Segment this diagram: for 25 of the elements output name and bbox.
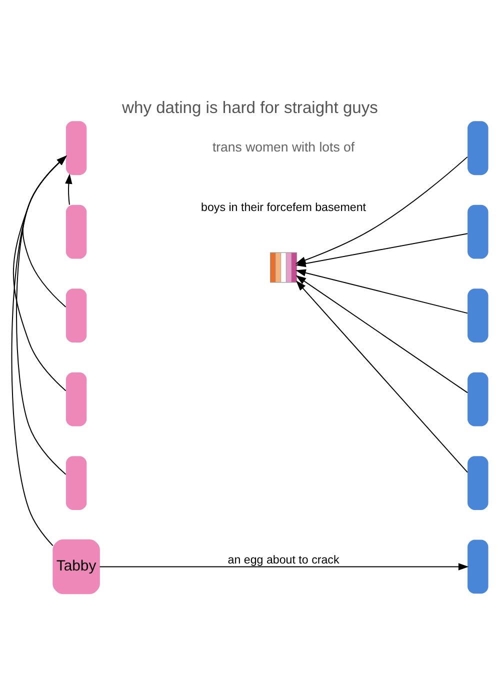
label: trans women with lots of (212, 139, 355, 154)
arrow (65, 174, 72, 206)
node-person (66, 121, 87, 176)
diagram-title: why dating is hard for straight guys (122, 98, 378, 117)
node-person (468, 121, 488, 176)
node-person (66, 288, 87, 343)
node-person (66, 456, 87, 510)
arrow (99, 563, 469, 570)
node-person (66, 204, 87, 259)
arrow (11, 156, 67, 546)
arrow (12, 156, 67, 392)
node-person (468, 372, 488, 426)
node-person (468, 204, 488, 259)
arrow (296, 280, 468, 473)
label: boys in their forcefem basement (201, 200, 366, 214)
edge-label: an egg about to crack (228, 554, 340, 567)
node-person (468, 456, 488, 510)
node-person (468, 540, 488, 594)
node-person (66, 372, 87, 426)
arrow (296, 269, 468, 314)
arrow (22, 156, 67, 308)
arrow (296, 275, 468, 394)
node-box: Tabby (52, 539, 100, 594)
arrow (16, 156, 67, 475)
node-person (468, 288, 488, 343)
